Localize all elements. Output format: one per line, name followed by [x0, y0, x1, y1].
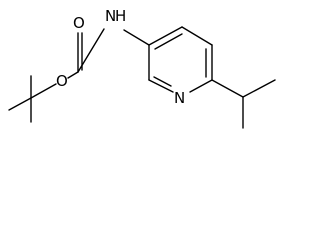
carbamate-group — [67, 28, 150, 79]
atom-labels: N H O O N — [56, 7, 185, 107]
ring-bond-5-inner — [153, 76, 172, 87]
atom-amine-hydrogen: H — [115, 7, 126, 25]
atom-carbonyl-oxygen: O — [73, 14, 85, 32]
bond-ring-isopropyl-ch — [211, 79, 244, 98]
bond-tbu-c-ester-oxygen — [30, 83, 57, 99]
ring-bond-4 — [189, 79, 213, 93]
structure-canvas: N H O O N — [8, 7, 276, 129]
bond-isopropyl-methyl-right — [242, 79, 276, 98]
ring-bond-1-inner — [154, 33, 183, 50]
atom-ester-oxygen: O — [56, 72, 68, 90]
bond-nitrogen-ring — [123, 29, 150, 46]
pyridine-ring — [148, 26, 213, 93]
tert-butyl-group — [8, 75, 57, 123]
atom-amine-nitrogen: N — [105, 7, 116, 25]
ring-bond-1 — [148, 26, 183, 46]
bond-ester-oxygen-carbonyl-c — [67, 71, 79, 79]
ring-bond-5 — [148, 79, 174, 93]
bond-tbu-c-methyl-left — [8, 97, 32, 111]
isopropyl-group — [211, 79, 276, 129]
bond-carbonyl-c-nitrogen — [77, 28, 105, 73]
ring-bond-2 — [181, 26, 213, 46]
atom-ring-nitrogen: N — [174, 89, 185, 107]
